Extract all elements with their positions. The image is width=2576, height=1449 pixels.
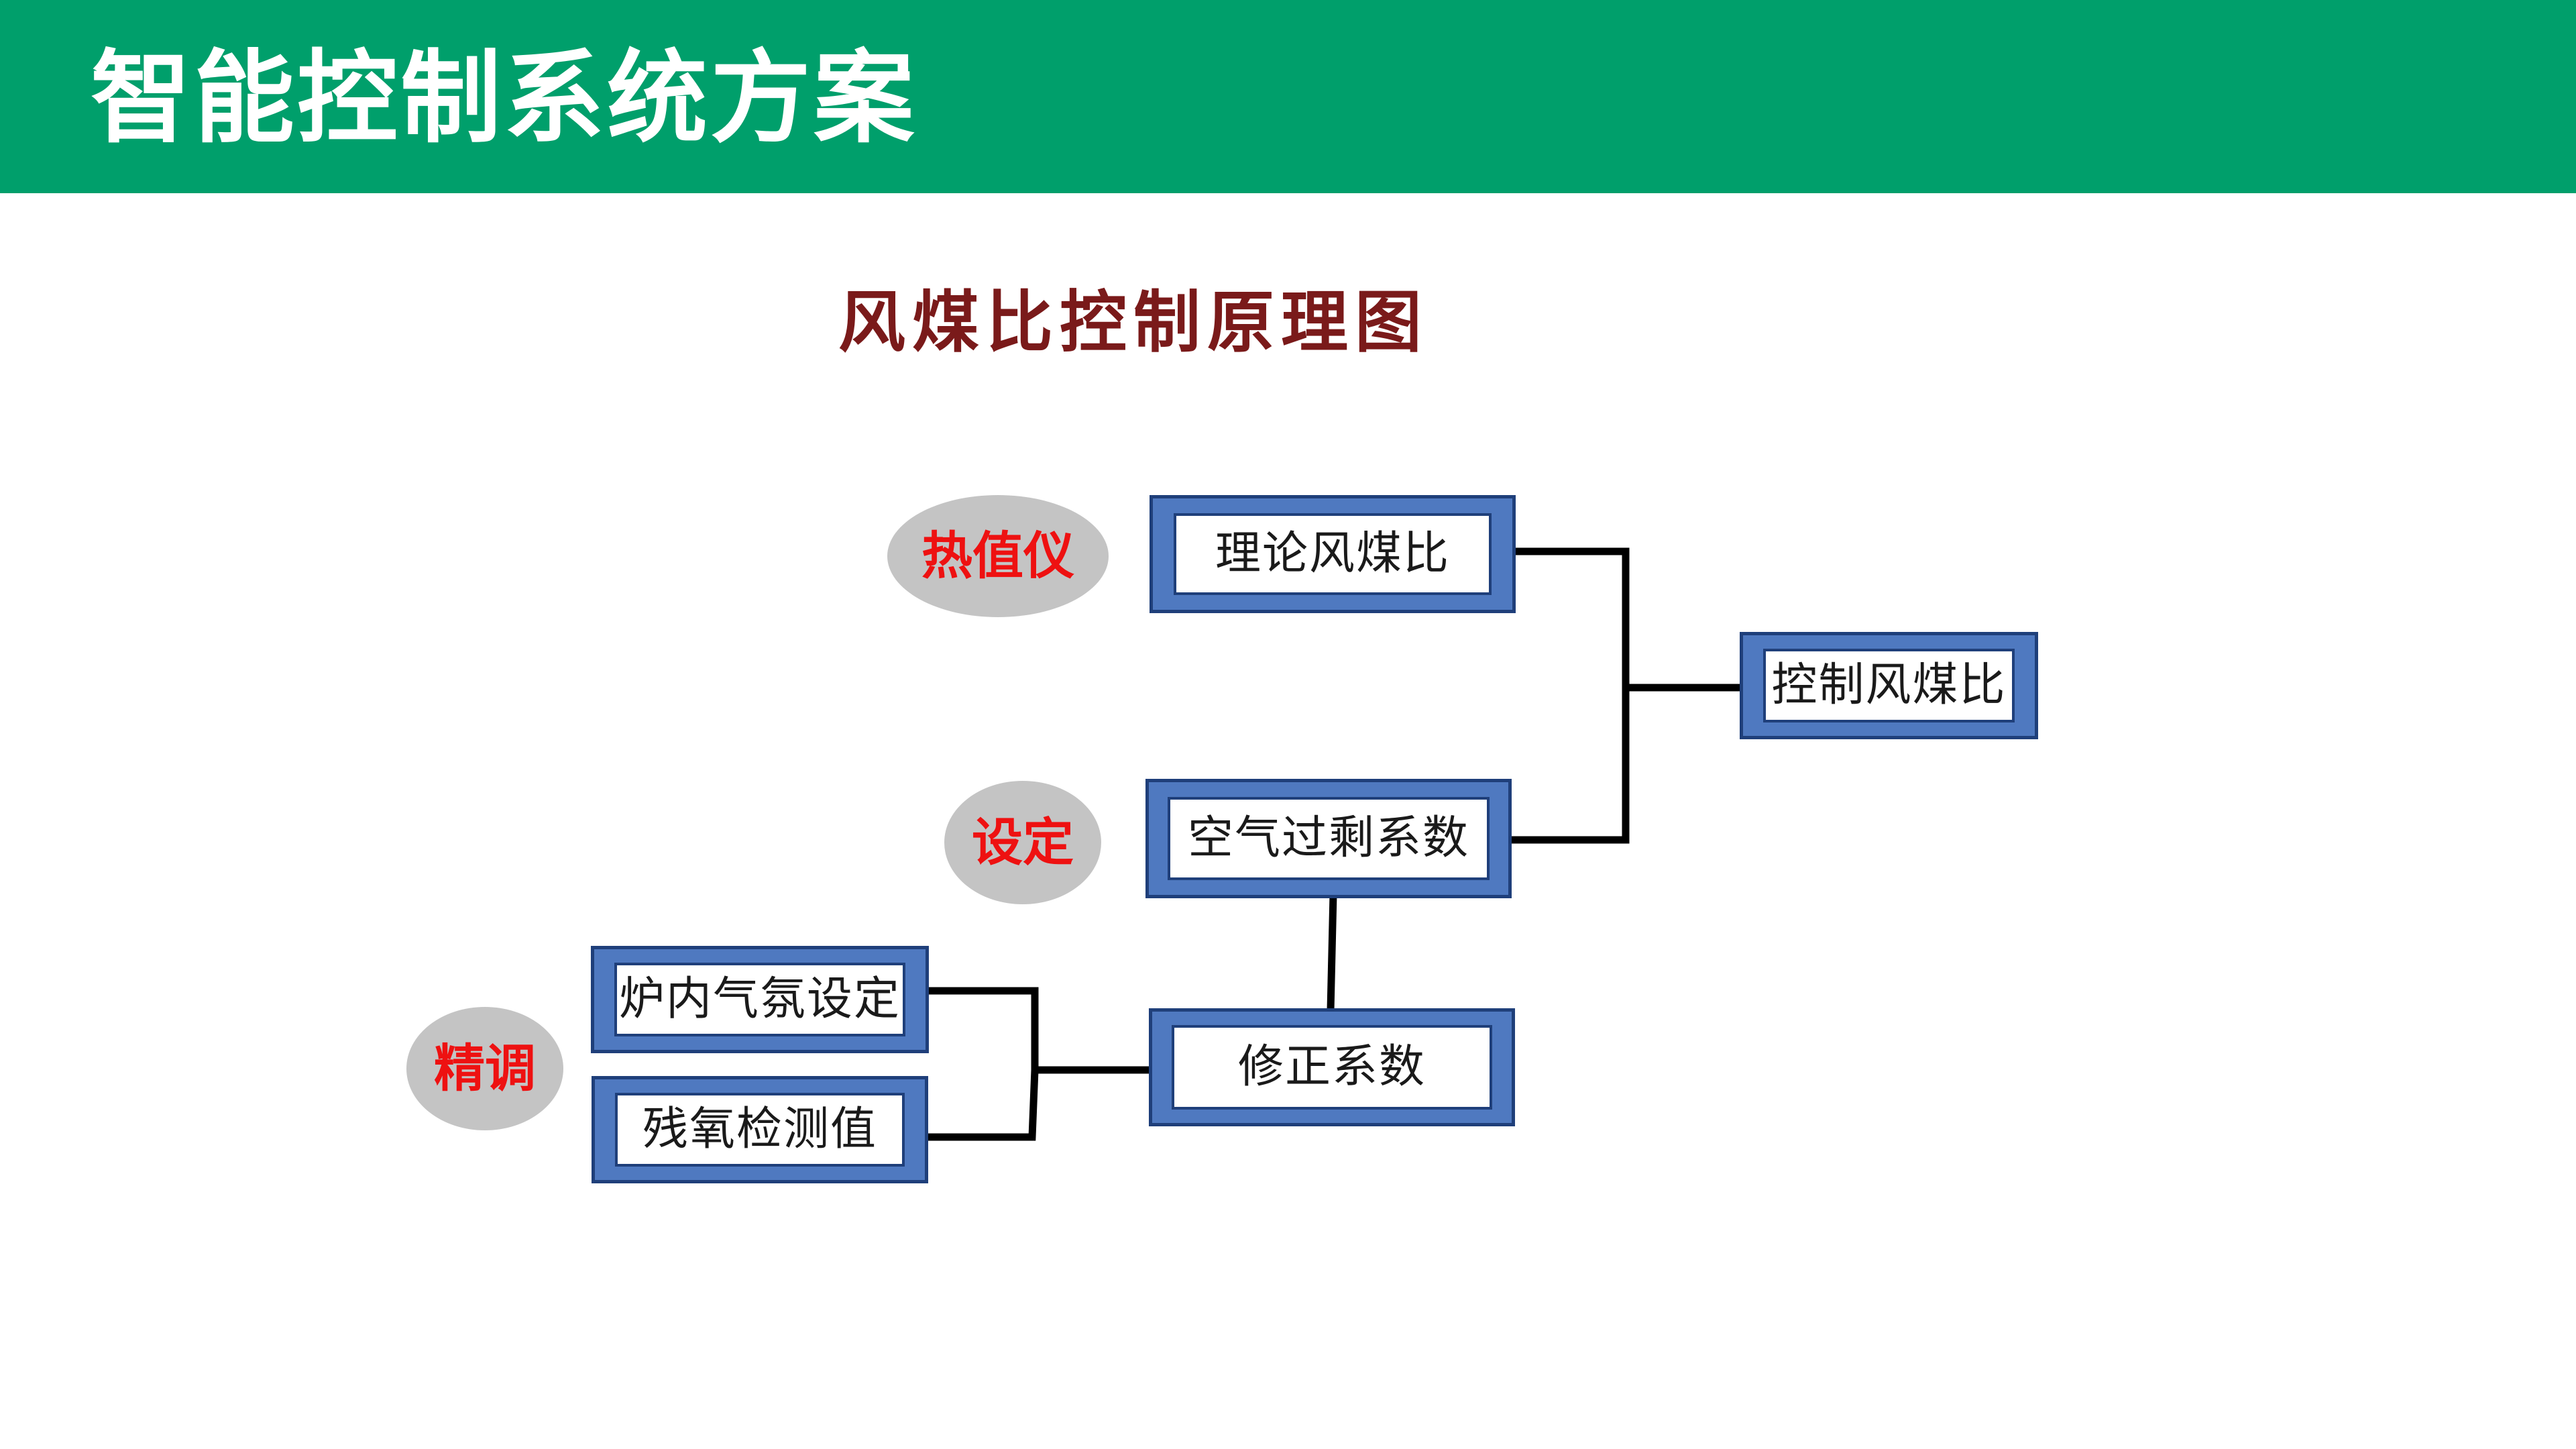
connector-excess-to-control [1505,684,1630,844]
connector-oxygen-to-correction [923,1066,1039,1141]
oval-label: 热值仪 [921,526,1074,586]
node-label: 残氧检测值 [642,1103,877,1156]
node-label: 理论风煤比 [1215,527,1450,580]
node-excess-air: 空气过剩系数 [1145,779,1512,898]
node-label: 修正系数 [1237,1040,1426,1093]
oval-fine-tuning: 精调 [406,1007,563,1130]
oval-label: 设定 [972,812,1074,872]
node-control-ratio: 控制风煤比 [1740,632,2038,739]
node-theory-ratio: 理论风煤比 [1150,495,1516,613]
node-label: 炉内气氛设定 [618,973,901,1026]
header-bar [0,0,2576,193]
node-residual-oxygen: 残氧检测值 [592,1076,928,1183]
connector-furnace-to-correction [923,987,1154,1074]
page-title: 智能控制系统方案 [91,40,917,157]
oval-label: 精调 [434,1038,536,1098]
node-correction: 修正系数 [1149,1008,1515,1126]
connector-correction-to-excess [1327,890,1337,1014]
diagram-title: 风煤比控制原理图 [838,282,1429,362]
oval-setting: 设定 [944,781,1101,904]
oval-calorimeter: 热值仪 [887,495,1109,617]
node-label: 控制风煤比 [1771,659,2007,712]
node-label: 空气过剩系数 [1187,812,1469,865]
node-furnace-atmosphere: 炉内气氛设定 [591,946,929,1053]
connector-theory-to-control [1510,547,1746,692]
